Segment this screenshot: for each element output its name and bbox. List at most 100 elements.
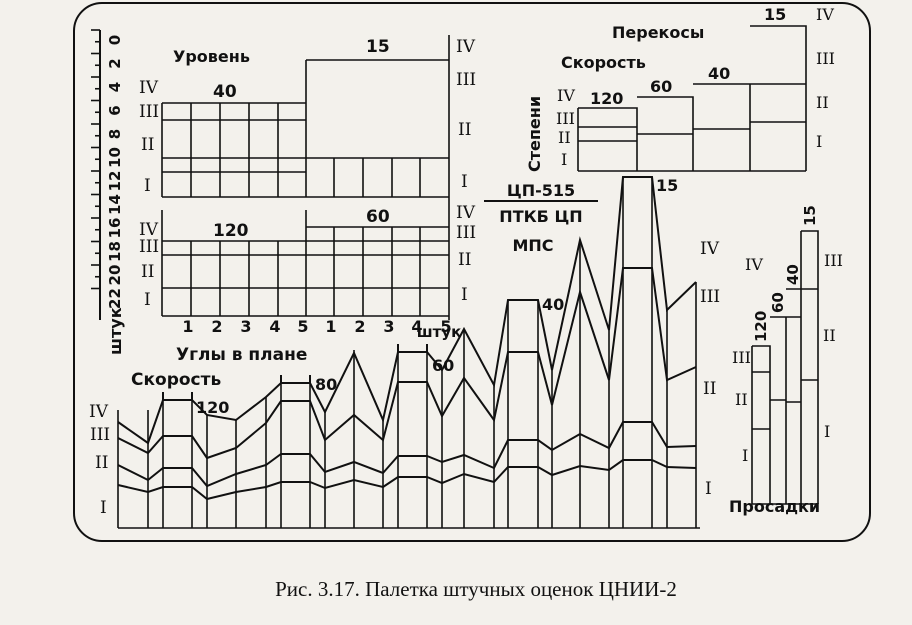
main-roman-II: II [95,453,108,473]
skew-speed-60: 60 [650,77,672,96]
main-roman-IV: IV [89,402,109,422]
scale-tick-label: 0 [106,35,124,45]
skew-roman-I: I [561,150,567,169]
sag-panel: 120 60 40 15 IV III II I III II I Просад… [729,205,843,516]
main-line-III [117,267,697,460]
level-x-tick: 3 [240,317,251,336]
org-line-1: ЦП-515 [507,181,575,200]
main-speed-60: 60 [432,356,454,375]
level-x-tick: 4 [269,317,280,336]
scale-tick-label: 12 [106,171,124,192]
level-title: Уровень [173,47,250,66]
roman-left-II-bottom: II [141,262,154,282]
scale-tick-label: 2 [106,58,124,68]
skew-speed-label: Скорость [561,53,646,72]
scale-tick-label: 4 [106,82,124,92]
level-x-unit: штук [417,323,462,341]
main-roman-III-right: III [700,287,720,307]
roman-right-III-top: III [456,70,476,90]
level-x-tick: 2 [211,317,222,336]
org-label: ЦП-515 ПТКБ ЦП МПС [484,181,598,255]
figure-caption: Рис. 3.17. Палетка штучных оценок ЦНИИ-2 [275,577,677,601]
roman-left-I-top: I [144,176,151,196]
main-speed-40: 40 [542,295,564,314]
org-line-2: ПТКБ ЦП [499,207,582,226]
scale-tick-label: 18 [106,241,124,262]
skew-degree-label: Степени [525,96,544,172]
roman-right-I-top: I [461,172,468,192]
sag-roman-IV: IV [745,255,763,274]
scale-tick-label: 6 [106,105,124,115]
roman-right-I-bottom: I [461,285,468,305]
skew-roman-III: III [556,109,575,128]
scale-tick-label: 10 [106,147,124,168]
main-speed-15: 15 [656,176,678,195]
roman-right-IV-bottom: IV [456,203,476,223]
level-x-tick: 2 [354,317,365,336]
main-roman-I: I [100,498,107,518]
scale-unit-label: штук [106,307,125,355]
sag-roman-III: III [732,348,751,367]
skew-roman-II: II [558,128,571,147]
level-speed-40: 40 [213,82,237,102]
main-chart-lines [117,176,700,529]
main-roman-IV-right: IV [700,239,720,259]
sag-speed-15: 15 [801,205,819,226]
level-speed-15: 15 [366,37,390,57]
main-roman-II-right: II [703,379,716,399]
roman-left-IV-bottom: IV [139,220,159,240]
main-line-I [117,459,697,501]
skew-roman-II-right: II [816,93,829,112]
main-roman-I-right: I [705,479,712,499]
scale-tick-label: 22 [106,288,124,309]
main-speed-120: 120 [196,398,229,417]
sag-roman-I-right: I [824,422,830,441]
skew-roman-III-right: III [816,49,835,68]
level-x-tick: 5 [440,317,451,336]
level-x-tick: 1 [182,317,193,336]
skew-speed-120: 120 [590,89,623,108]
main-speed-ticks [162,344,428,400]
scale-tick-label: 14 [106,194,124,215]
roman-right-II-bottom: II [458,250,471,270]
main-chart: Скорость 120 80 60 40 15 IV III II I IV … [89,176,720,529]
roman-right-II-top: II [458,120,471,140]
sag-speed-60: 60 [769,292,787,313]
scale-tick-label: 20 [106,265,124,286]
skew-roman-IV: IV [557,86,575,105]
sag-speed-40: 40 [784,264,802,285]
skew-roman-I-right: I [816,132,822,151]
skew-speed-15: 15 [764,5,786,24]
sag-roman-II: II [735,390,748,409]
main-speed-80: 80 [315,375,337,394]
level-x-label: Углы в плане [176,345,307,365]
sag-roman-II-right: II [823,326,836,345]
level-panel: Уровень 40 15 120 60 IV III II I IV III … [139,35,476,365]
main-roman-III: III [90,425,110,445]
scale-tick-label: 8 [106,129,124,139]
main-line-II [117,421,697,488]
roman-left-III-bottom: III [139,237,159,257]
main-speed-label: Скорость [131,370,221,390]
roman-left-III-top: III [139,102,159,122]
roman-right-III-bottom: III [456,223,476,243]
org-line-3: МПС [512,236,553,255]
sag-roman-III-right: III [824,251,843,270]
main-line-IV [117,176,697,445]
roman-left-II-top: II [141,135,154,155]
roman-right-IV-top: IV [456,37,476,57]
sag-title: Просадки [729,497,820,516]
level-x-tick: 3 [383,317,394,336]
sag-speed-120: 120 [752,311,770,342]
roman-left-I-bottom: I [144,290,151,310]
figure-frame [73,2,871,542]
skew-roman-IV-right: IV [816,5,834,24]
roman-left-IV-top: IV [139,78,159,98]
scale-tick-label: 16 [106,218,124,239]
level-x-tick: 4 [411,317,422,336]
level-x-tick: 1 [325,317,336,336]
skew-title: Перекосы [612,23,704,42]
level-x-tick: 5 [297,317,308,336]
